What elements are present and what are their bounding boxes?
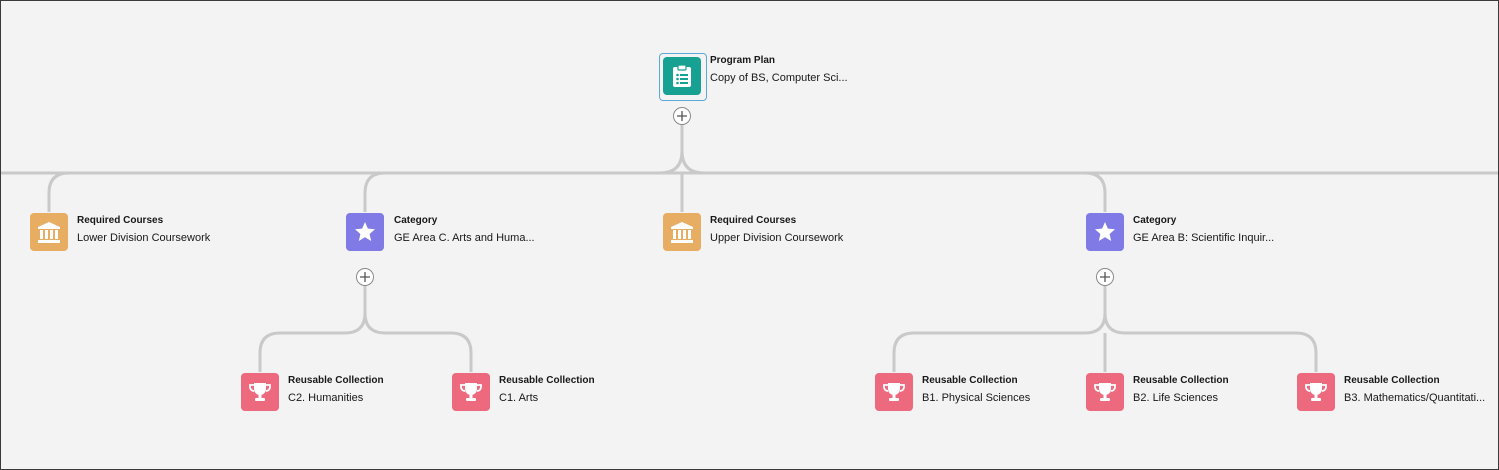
- institution-icon: [30, 213, 68, 251]
- node-name-label: B2. Life Sciences: [1133, 392, 1218, 404]
- node-name-label: GE Area B: Scientific Inquir...: [1133, 232, 1275, 244]
- node-name-label: C1. Arts: [499, 392, 539, 404]
- plus-icon: [677, 111, 687, 121]
- expand-button-ge-area-c[interactable]: [356, 268, 374, 286]
- star-icon: [346, 213, 384, 251]
- trophy-icon: [875, 373, 913, 411]
- node-reusable-collection-b1[interactable]: Reusable Collection B1. Physical Science…: [875, 373, 1075, 413]
- node-name-label: Lower Division Coursework: [77, 232, 211, 244]
- trophy-icon: [1086, 373, 1124, 411]
- node-reusable-collection-c1[interactable]: Reusable Collection C1. Arts: [452, 373, 652, 413]
- node-category-ge-area-c[interactable]: Category GE Area C. Arts and Huma...: [346, 213, 576, 253]
- node-type-label: Category: [394, 215, 438, 226]
- node-type-label: Reusable Collection: [288, 375, 384, 386]
- node-reusable-collection-c2[interactable]: Reusable Collection C2. Humanities: [241, 373, 441, 413]
- plus-icon: [360, 272, 370, 282]
- institution-icon: [663, 213, 701, 251]
- node-program-plan[interactable]: Program Plan Copy of BS, Computer Sci...: [659, 53, 863, 101]
- node-type-label: Program Plan: [710, 55, 776, 66]
- node-type-label: Required Courses: [710, 215, 797, 226]
- clipboard-list-icon: [663, 57, 701, 95]
- node-reusable-collection-b2[interactable]: Reusable Collection B2. Life Sciences: [1086, 373, 1286, 413]
- trophy-icon: [452, 373, 490, 411]
- node-category-ge-area-b[interactable]: Category GE Area B: Scientific Inquir...: [1086, 213, 1316, 253]
- node-required-courses-upper[interactable]: Required Courses Upper Division Coursewo…: [663, 213, 893, 253]
- trophy-icon: [1297, 373, 1335, 411]
- expand-button-ge-area-b[interactable]: [1096, 268, 1114, 286]
- node-required-courses-lower[interactable]: Required Courses Lower Division Coursewo…: [30, 213, 260, 253]
- node-type-label: Required Courses: [77, 215, 164, 226]
- node-name-label: GE Area C. Arts and Huma...: [394, 232, 535, 244]
- node-name-label: C2. Humanities: [288, 392, 364, 404]
- node-type-label: Reusable Collection: [1133, 375, 1229, 386]
- selection-outline: [659, 53, 707, 101]
- node-name-label: Copy of BS, Computer Sci...: [710, 72, 848, 84]
- node-type-label: Reusable Collection: [922, 375, 1018, 386]
- node-type-label: Reusable Collection: [1344, 375, 1440, 386]
- node-name-label: Upper Division Coursework: [710, 232, 844, 244]
- trophy-icon: [241, 373, 279, 411]
- star-icon: [1086, 213, 1124, 251]
- node-reusable-collection-b3[interactable]: Reusable Collection B3. Mathematics/Quan…: [1297, 373, 1497, 413]
- node-name-label: B1. Physical Sciences: [922, 392, 1031, 404]
- node-name-label: B3. Mathematics/Quantitati...: [1344, 392, 1486, 404]
- expand-button-root[interactable]: [673, 107, 691, 125]
- node-type-label: Reusable Collection: [499, 375, 595, 386]
- plus-icon: [1100, 272, 1110, 282]
- node-type-label: Category: [1133, 215, 1177, 226]
